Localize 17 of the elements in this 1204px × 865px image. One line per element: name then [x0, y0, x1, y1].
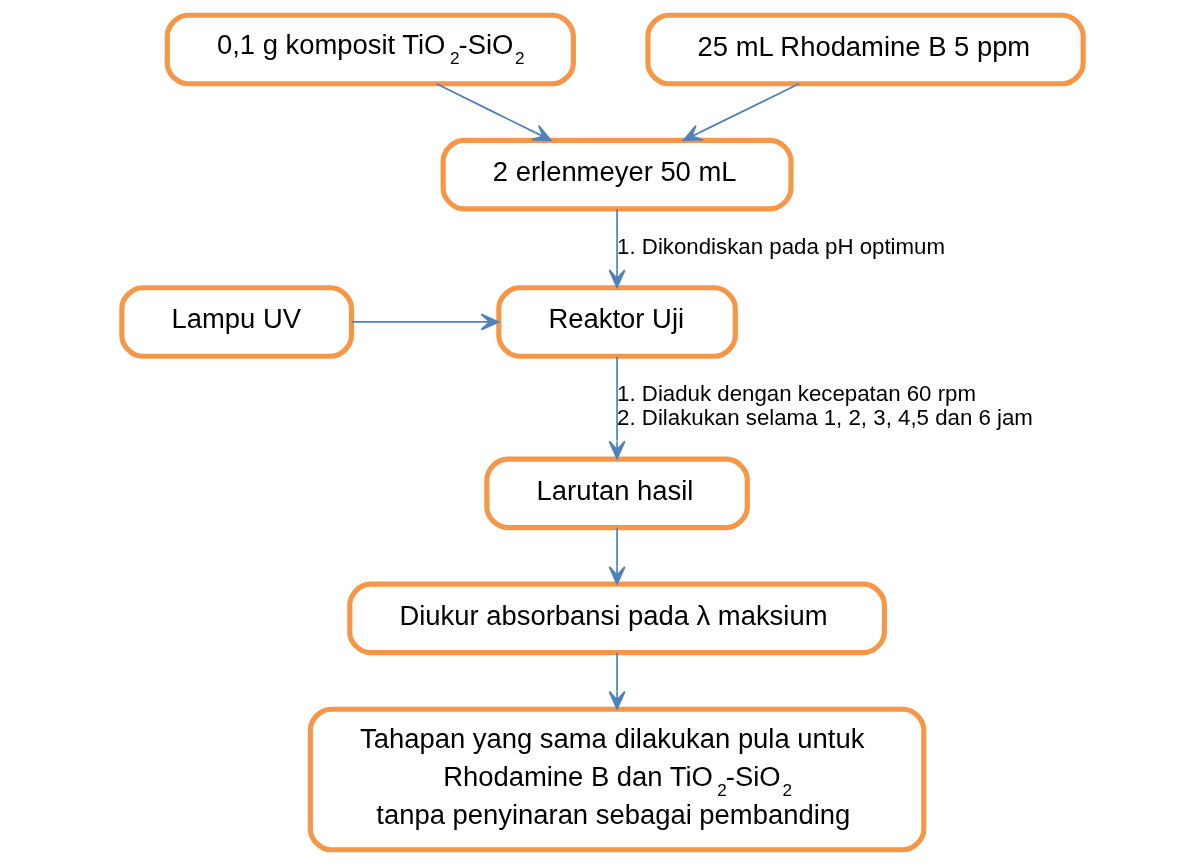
- node-box: 25 mL Rhodamine B 5 ppm: [644, 12, 1086, 87]
- arrow: [608, 526, 626, 585]
- edge-label: 1. Diaduk dengan kecepatan 60 rpm 2. Dilakukan selama 1, 2, 3, 4,5 dan 6 jam: [616, 381, 1033, 431]
- arrow: [435, 83, 552, 142]
- node-box: Diukur absorbansi pada λ maksium: [346, 581, 887, 656]
- arrow: [608, 356, 626, 460]
- node-box: 0,1 g komposit TiO$_{2}$-SiO$_{2}$: [164, 12, 576, 87]
- node-box: Lampu UV: [118, 285, 354, 359]
- arrow: [608, 651, 626, 710]
- node-box: Larutan hasil: [483, 456, 750, 531]
- arrow: [350, 313, 499, 331]
- edge-label: 1. Dikondiskan pada pH optimum: [616, 234, 945, 260]
- node-box: Reaktor Uji: [495, 285, 738, 359]
- node-box: 2 erlenmeyer 50 mL: [440, 137, 794, 212]
- node-box: Tahapan yang sama dilakukan pula untuk Rhodamine B dan TiO$_{2}$-SiO$_{2}$ tanpa penyinaran sebagai pembanding: [307, 706, 926, 853]
- arrow: [682, 83, 800, 142]
- arrow: [608, 208, 626, 289]
